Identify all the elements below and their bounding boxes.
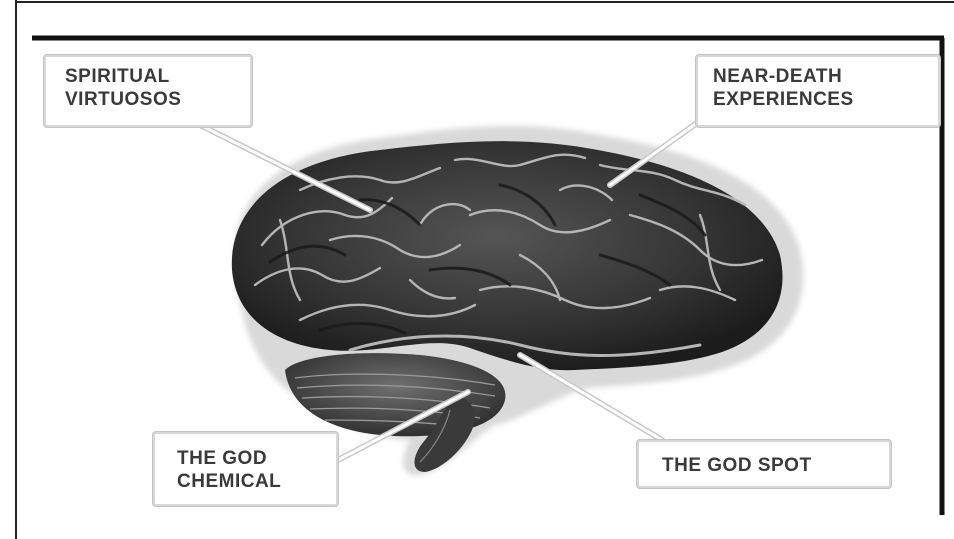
label-spiritual-virtuosos: SPIRITUAL VIRTUOSOS [44, 55, 252, 127]
label-god-spot: THE GOD SPOT [637, 440, 891, 488]
label-line: NEAR-DEATH [713, 65, 938, 88]
label-line: THE GOD [177, 447, 336, 470]
label-god-chemical: THE GOD CHEMICAL [153, 432, 338, 506]
label-line: SPIRITUAL [65, 65, 250, 88]
label-line: EXPERIENCES [713, 88, 938, 111]
label-near-death-experiences: NEAR-DEATH EXPERIENCES [696, 55, 940, 127]
label-line: VIRTUOSOS [65, 88, 250, 111]
label-line: THE GOD SPOT [662, 454, 889, 477]
label-line: CHEMICAL [177, 470, 336, 493]
